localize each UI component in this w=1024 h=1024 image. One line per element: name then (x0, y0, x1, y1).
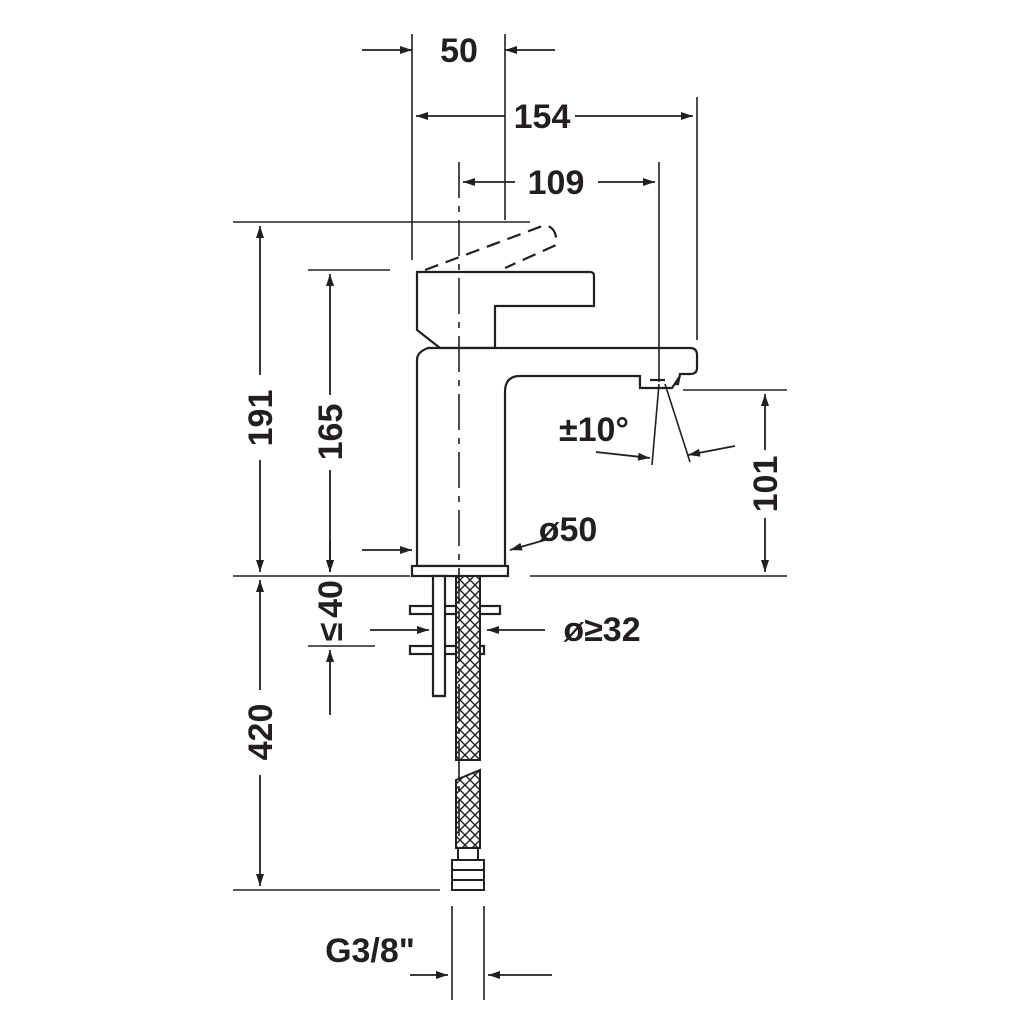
dimension-arrows (256, 46, 769, 979)
hose-ferrule (457, 847, 479, 861)
dim-top-width: 50 (440, 32, 478, 70)
dim-swivel-angle: ±10° (559, 411, 629, 449)
dim-thread: G3/8" (325, 932, 415, 970)
handle-alternate-position (424, 223, 558, 272)
dim-hole-diameter: ø≥32 (563, 611, 640, 649)
extension-lines (233, 34, 787, 1000)
washer-lower (408, 644, 486, 656)
threaded-rod (431, 574, 447, 698)
dim-hose-length: 420 (242, 704, 280, 761)
base-plate (410, 564, 510, 578)
dim-spout-reach: 109 (528, 164, 585, 202)
faucet-body (408, 223, 699, 698)
dim-body-diameter: ø50 (539, 511, 598, 549)
hose-nut (451, 859, 485, 891)
flexible-hose (451, 575, 485, 891)
dim-body-height: 165 (312, 404, 350, 461)
dim-le-symbol: ≤ (312, 623, 350, 642)
dim-total-reach: 154 (514, 98, 571, 136)
dimension-labels: 50 154 109 191 165 101 ±10° ø50 40 ≤ ø≥3… (242, 32, 785, 970)
lever-handle (415, 270, 596, 350)
dim-spout-height: 101 (747, 456, 785, 513)
dim-total-height: 191 (242, 390, 280, 447)
hose-lower (455, 768, 481, 849)
aerator (638, 375, 681, 390)
dim-max-thickness: 40 (312, 580, 350, 618)
hose-upper (455, 575, 481, 761)
